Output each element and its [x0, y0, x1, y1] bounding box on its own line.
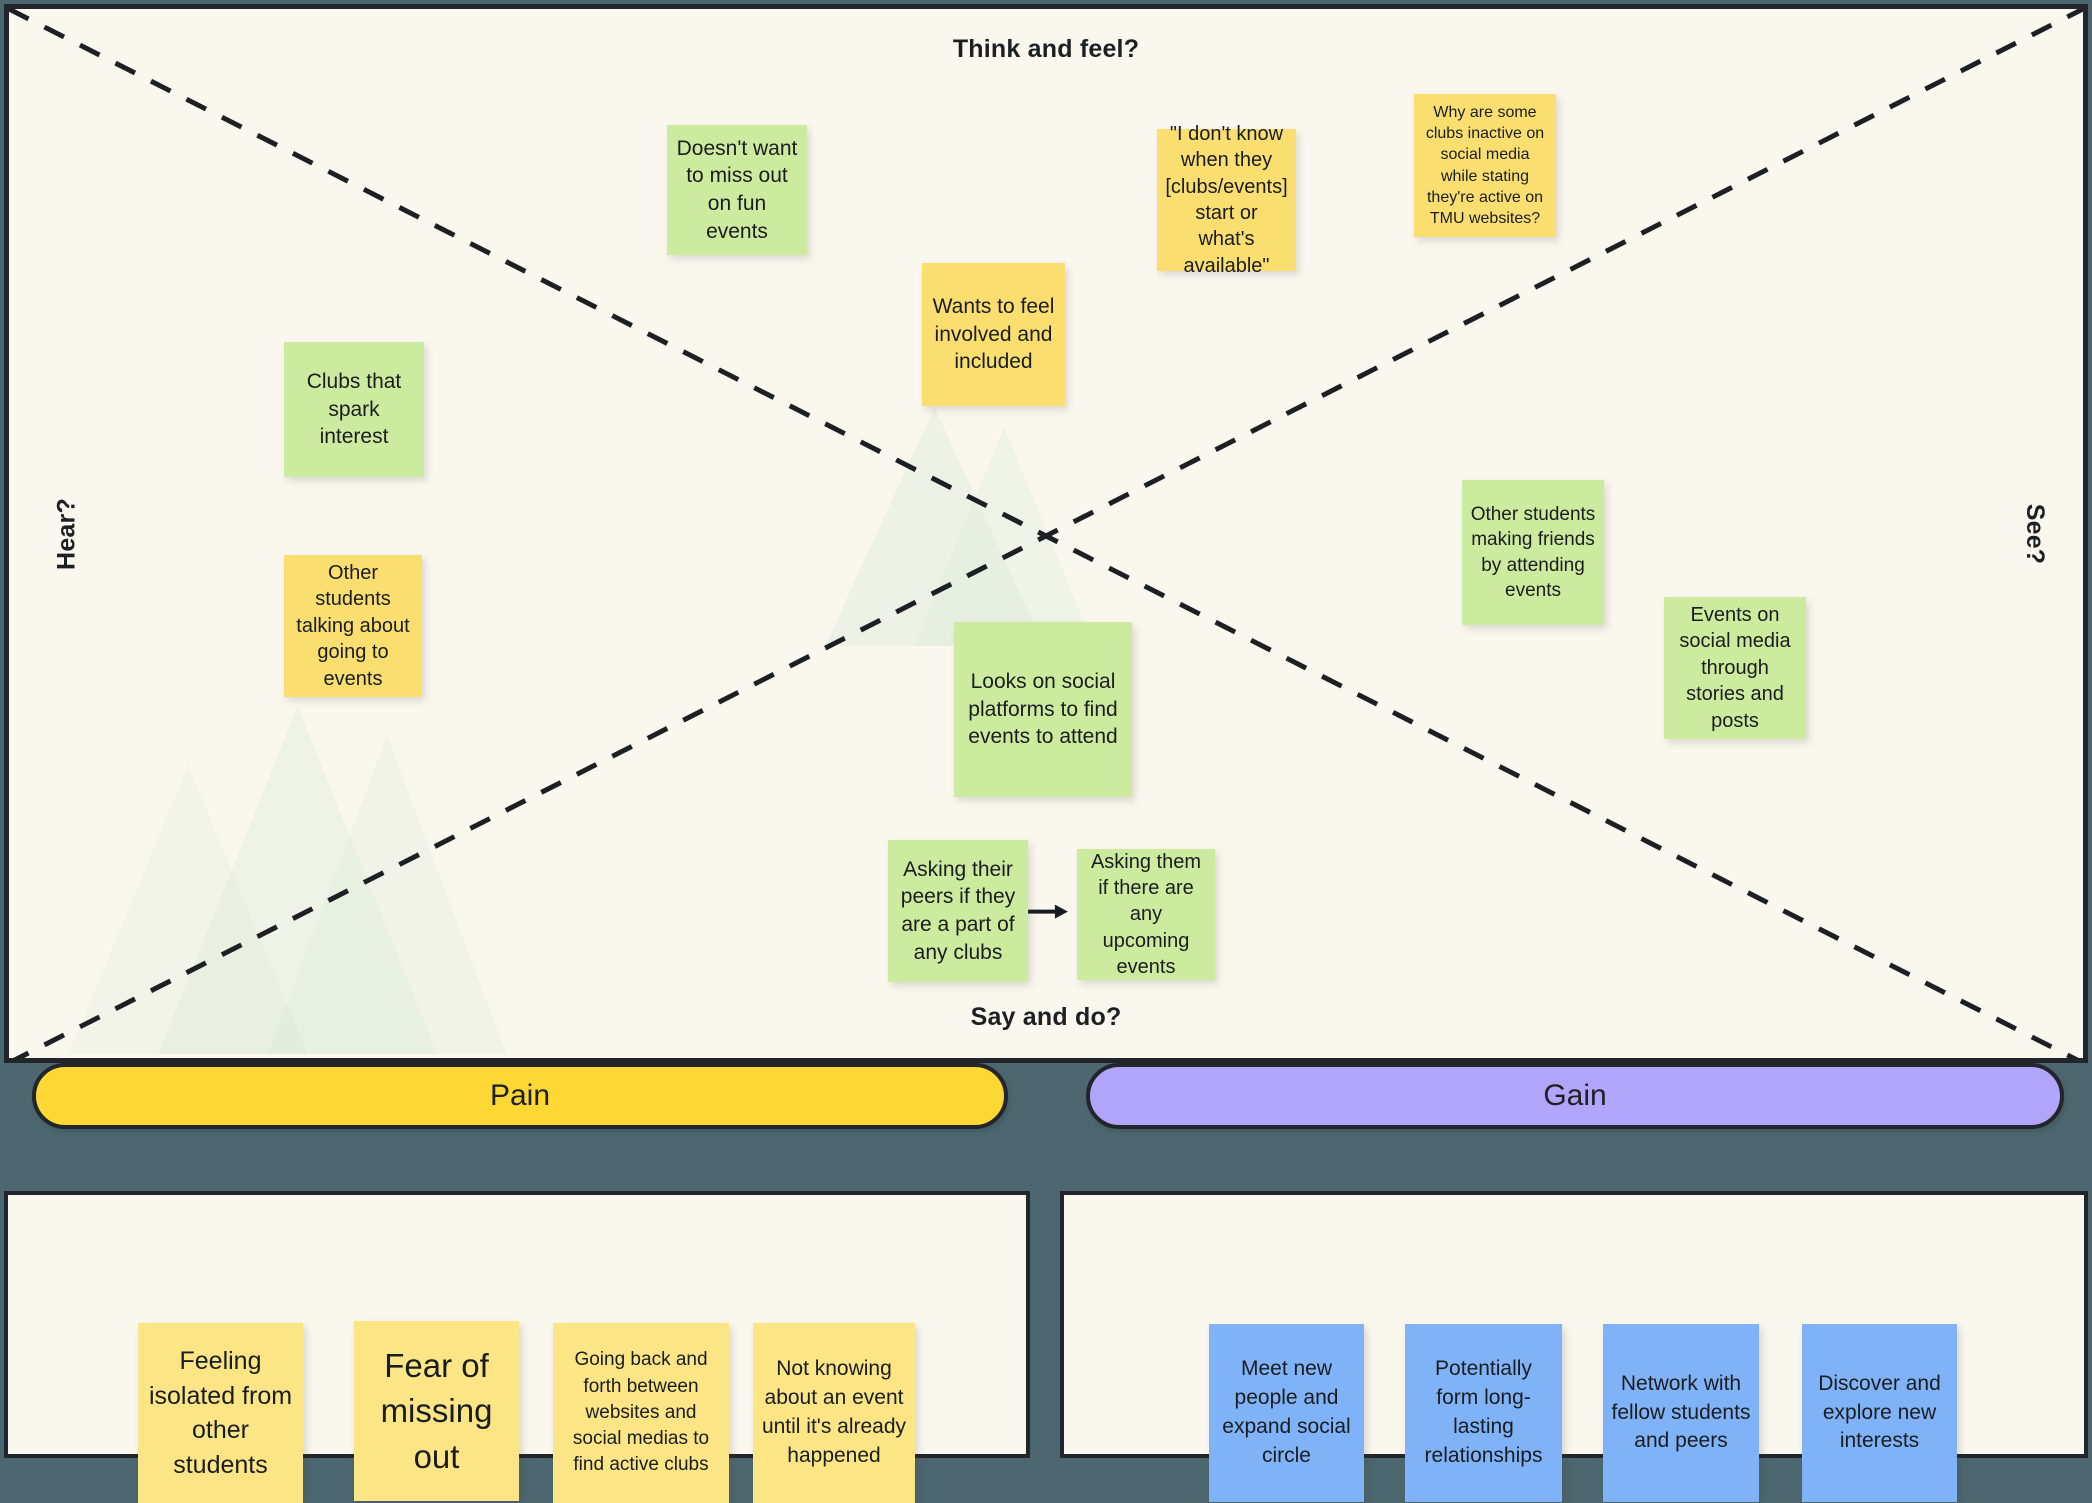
- pain-sticky-note[interactable]: Not knowing about an event until it's al…: [753, 1323, 915, 1503]
- quadrant-label-think-and-feel: Think and feel?: [952, 35, 1140, 63]
- pain-title: Pain: [489, 1079, 551, 1112]
- background-watermark: [68, 407, 1094, 1054]
- sticky-note[interactable]: Other students making friends by attendi…: [1462, 480, 1604, 625]
- sticky-note[interactable]: Why are some clubs inactive on social me…: [1414, 94, 1556, 237]
- gain-box: Meet new people and expand social circle…: [1060, 1191, 2088, 1502]
- sticky-note[interactable]: Clubs that spark interest: [284, 342, 424, 477]
- pain-sticky-note[interactable]: Going back and forth between websites an…: [553, 1323, 729, 1503]
- gain-sticky-note[interactable]: Potentially form long-lasting relationsh…: [1405, 1324, 1562, 1502]
- gain-sticky-note[interactable]: Meet new people and expand social circle: [1209, 1324, 1364, 1502]
- arrow-between-notes-icon: [1028, 904, 1068, 919]
- sticky-note[interactable]: "I don't know when they [clubs/events] s…: [1157, 123, 1296, 277]
- gain-sticky-note[interactable]: Discover and explore new interests: [1802, 1324, 1957, 1502]
- pain-sticky-note[interactable]: Feeling isolated from other students: [138, 1323, 303, 1503]
- sticky-note[interactable]: Looks on social platforms to find events…: [954, 622, 1132, 797]
- gain-header: Gain: [1086, 1063, 2064, 1129]
- pain-gain-section: Feeling isolated from other students Fear…: [0, 1063, 2092, 1503]
- sticky-note[interactable]: Asking their peers if they are a part of…: [888, 840, 1028, 982]
- sticky-note[interactable]: Other students talking about going to ev…: [284, 555, 422, 697]
- gain-sticky-note[interactable]: Network with fellow students and peers: [1603, 1324, 1759, 1502]
- quadrant-label-see: See?: [2021, 503, 2050, 564]
- pain-box: Feeling isolated from other students Fear…: [4, 1191, 1030, 1503]
- sticky-note[interactable]: Doesn't want to miss out on fun events: [667, 125, 807, 255]
- quadrant-dashed-diagonals: [9, 9, 2083, 1058]
- empathy-map-panel: Think and feel? Say and do? Hear? See? D…: [4, 4, 2088, 1063]
- pain-header: Pain: [32, 1063, 1008, 1129]
- pain-sticky-note[interactable]: Fear of missing out: [354, 1321, 519, 1501]
- quadrant-label-say-and-do: Say and do?: [970, 1003, 1122, 1031]
- sticky-note[interactable]: Asking them if there are any upcoming ev…: [1077, 849, 1215, 980]
- gain-title: Gain: [1543, 1079, 1607, 1112]
- sticky-note[interactable]: Events on social media through stories a…: [1664, 597, 1806, 739]
- quadrant-label-hear: Hear?: [52, 497, 81, 570]
- sticky-note[interactable]: Wants to feel involved and included: [922, 263, 1065, 406]
